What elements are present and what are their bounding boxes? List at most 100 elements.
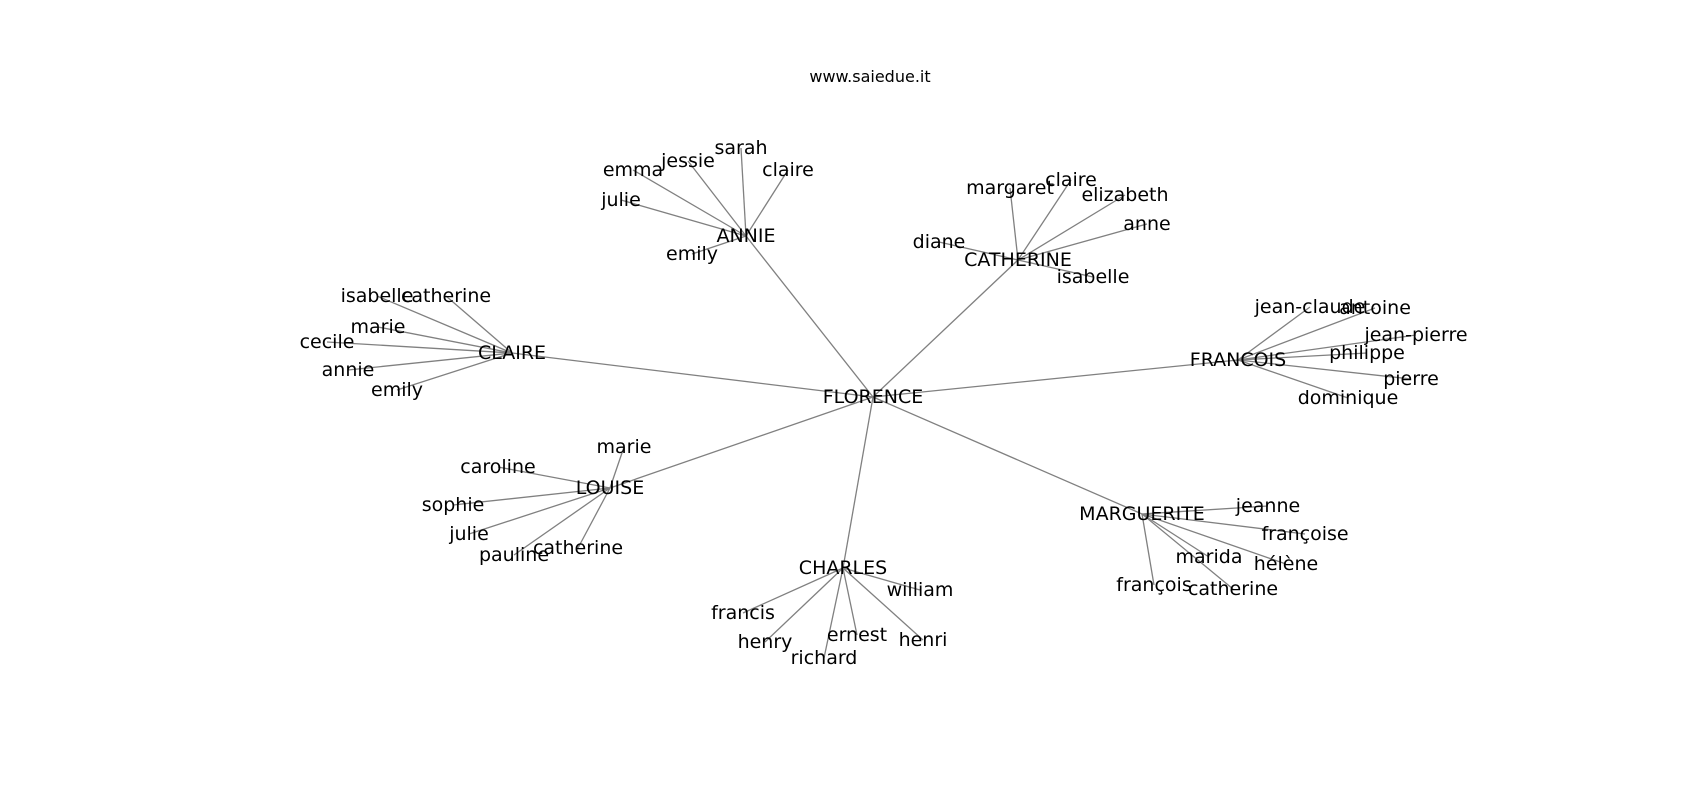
node-leaf: henry (738, 631, 793, 653)
node-leaf: caroline (460, 456, 535, 478)
edge-marguerite-3 (1141, 513, 1287, 565)
node-leaf: anne (1123, 213, 1170, 235)
edge-catherine-5 (1017, 259, 1094, 278)
edge-catherine-4 (938, 241, 1019, 261)
node-leaf: jeanne (1235, 495, 1300, 517)
edge-charles-0 (842, 567, 921, 591)
node-group: CATHERINE (964, 249, 1072, 271)
node-leaf: isabelle (341, 285, 414, 307)
edge-francois-4 (1237, 359, 1412, 380)
node-leaf: emily (371, 379, 423, 401)
node-leaf: marie (597, 436, 652, 458)
node-group: ANNIE (716, 225, 775, 247)
edge-francois-5 (1237, 359, 1349, 399)
edge-annie-0 (632, 169, 747, 237)
node-leaf: marida (1176, 546, 1243, 568)
edge-root-catherine (872, 259, 1019, 398)
node-leaf: richard (791, 647, 858, 669)
node-group: LOUISE (576, 477, 644, 499)
node-leaf: emma (603, 159, 663, 181)
node-leaf: isabelle (1057, 266, 1130, 288)
edge-claire-2 (377, 326, 513, 354)
edge-root-louise (609, 396, 874, 489)
edge-louise-3 (468, 487, 611, 535)
edge-annie-4 (620, 199, 747, 237)
node-leaf: jessie (660, 150, 715, 172)
node-leaf: ernest (827, 624, 887, 646)
node-leaf: dominique (1298, 387, 1399, 409)
node-leaf: antoine (1339, 297, 1411, 319)
edge-charles-3 (842, 567, 858, 636)
node-leaf: elizabeth (1081, 184, 1168, 206)
page-title: www.saiedue.it (809, 67, 930, 86)
edge-catherine-3 (1017, 223, 1148, 261)
node-leaf: hélène (1254, 553, 1318, 575)
node-leaf: pierre (1383, 368, 1439, 390)
edge-louise-0 (609, 446, 625, 489)
node-leaf: cecile (300, 331, 355, 353)
edge-louise-1 (497, 466, 611, 489)
node-leaf: catherine (401, 285, 491, 307)
node-root: FLORENCE (823, 386, 923, 408)
edge-louise-2 (452, 487, 611, 506)
node-leaf: margaret (966, 177, 1054, 199)
edges-layer (326, 147, 1417, 659)
edge-francois-0 (1237, 306, 1311, 361)
edge-francois-2 (1237, 334, 1417, 361)
node-leaf: annie (322, 359, 375, 381)
edge-francois-3 (1237, 352, 1368, 361)
node-leaf: catherine (533, 537, 623, 559)
labels-layer: FLORENCEANNIEemmajessiesarahclairejuliee… (300, 137, 1468, 669)
node-group: CHARLES (799, 557, 887, 579)
edge-claire-0 (376, 295, 513, 354)
edge-catherine-1 (1017, 179, 1072, 261)
edge-louise-4 (513, 487, 611, 556)
edge-charles-1 (742, 567, 844, 614)
node-leaf: françoise (1261, 523, 1348, 545)
edge-root-annie (745, 235, 874, 398)
edge-annie-5 (691, 235, 747, 255)
node-leaf: claire (1045, 169, 1097, 191)
node-leaf: henri (899, 629, 948, 651)
edge-annie-1 (687, 160, 747, 237)
edge-root-marguerite (872, 396, 1143, 515)
node-group: CLAIRE (478, 342, 546, 364)
edge-francois-1 (1237, 307, 1376, 361)
edge-catherine-2 (1017, 194, 1126, 261)
node-group: MARGUERITE (1079, 503, 1205, 525)
node-leaf: pauline (479, 544, 549, 566)
edge-annie-3 (745, 169, 789, 237)
edge-charles-5 (842, 567, 924, 641)
edge-marguerite-2 (1141, 513, 1210, 558)
edge-root-charles (842, 396, 874, 569)
node-leaf: julie (600, 189, 641, 211)
node-leaf: sarah (714, 137, 767, 159)
edge-claire-4 (347, 352, 513, 371)
edge-annie-2 (740, 147, 747, 237)
node-leaf: claire (762, 159, 814, 181)
edge-marguerite-4 (1141, 513, 1155, 586)
edge-charles-2 (764, 567, 844, 643)
node-leaf: diane (913, 231, 966, 253)
node-leaf: catherine (1188, 578, 1278, 600)
edge-root-claire (511, 352, 874, 398)
node-leaf: julie (448, 523, 489, 545)
edge-claire-3 (326, 341, 513, 354)
edge-root-francois (872, 359, 1239, 398)
node-leaf: francis (711, 602, 775, 624)
node-leaf: william (887, 579, 954, 601)
node-leaf: philippe (1329, 342, 1405, 364)
node-leaf: marie (351, 316, 406, 338)
node-leaf: jean-claude (1254, 296, 1366, 318)
edge-marguerite-5 (1141, 513, 1234, 590)
node-leaf: jean-pierre (1363, 324, 1467, 346)
edge-catherine-0 (1009, 187, 1019, 261)
node-leaf: françois (1116, 574, 1191, 596)
node-leaf: sophie (422, 494, 485, 516)
edge-charles-4 (823, 567, 844, 659)
node-group: FRANCOIS (1190, 349, 1286, 371)
edge-louise-5 (577, 487, 611, 549)
edge-claire-5 (396, 352, 513, 391)
edge-claire-1 (445, 295, 513, 354)
